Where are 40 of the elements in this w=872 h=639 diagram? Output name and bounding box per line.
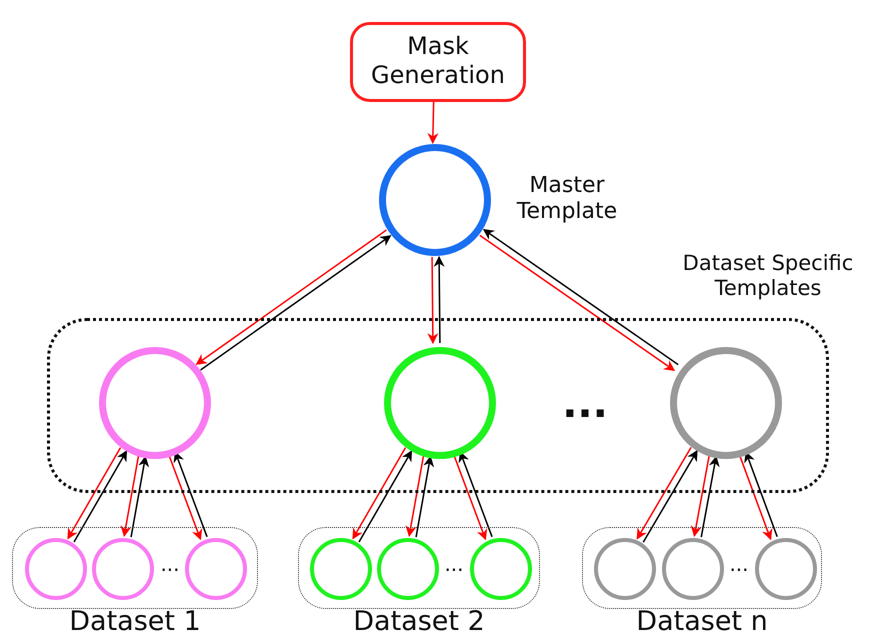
- arrow: [427, 102, 438, 144]
- arrow: [406, 455, 424, 537]
- node-label: Mask Generation: [370, 32, 506, 90]
- template-circle: [670, 347, 782, 459]
- group-title: Dataset n: [635, 606, 769, 638]
- arrow: [700, 456, 720, 538]
- arrow: [67, 447, 122, 540]
- arrow: [415, 456, 434, 538]
- ellipsis-label: ...: [443, 552, 465, 576]
- arrow: [73, 450, 128, 542]
- arrow: [458, 451, 493, 538]
- template-circle: [755, 538, 817, 600]
- group-title: Dataset 2: [352, 606, 486, 638]
- arrow: [636, 446, 692, 540]
- template-circle: [185, 538, 247, 600]
- arrow: [358, 450, 412, 542]
- template-circle: [594, 538, 656, 600]
- template-circle: [92, 538, 154, 600]
- ellipsis-label: ...: [159, 552, 181, 576]
- node-caption: Master Template: [516, 173, 618, 226]
- process-box: [350, 22, 526, 102]
- arrow: [434, 256, 445, 343]
- template-circle: [377, 538, 439, 600]
- arrow: [130, 456, 150, 538]
- ellipsis-label: ...: [561, 380, 609, 428]
- template-circle: [384, 347, 496, 459]
- template-circle: [662, 538, 724, 600]
- arrow: [352, 447, 406, 540]
- arrow: [642, 450, 698, 543]
- arrow: [690, 455, 710, 537]
- template-circle: [25, 538, 87, 600]
- ellipsis-label: ...: [728, 552, 750, 576]
- template-circle: [99, 347, 211, 459]
- group-title: Dataset 1: [68, 606, 202, 638]
- arrow: [174, 451, 208, 538]
- group-title: Dataset Specific Templates: [682, 251, 854, 302]
- template-circle: [470, 538, 532, 600]
- template-circle: [310, 538, 372, 600]
- arrow: [120, 455, 140, 537]
- arrow: [427, 257, 438, 344]
